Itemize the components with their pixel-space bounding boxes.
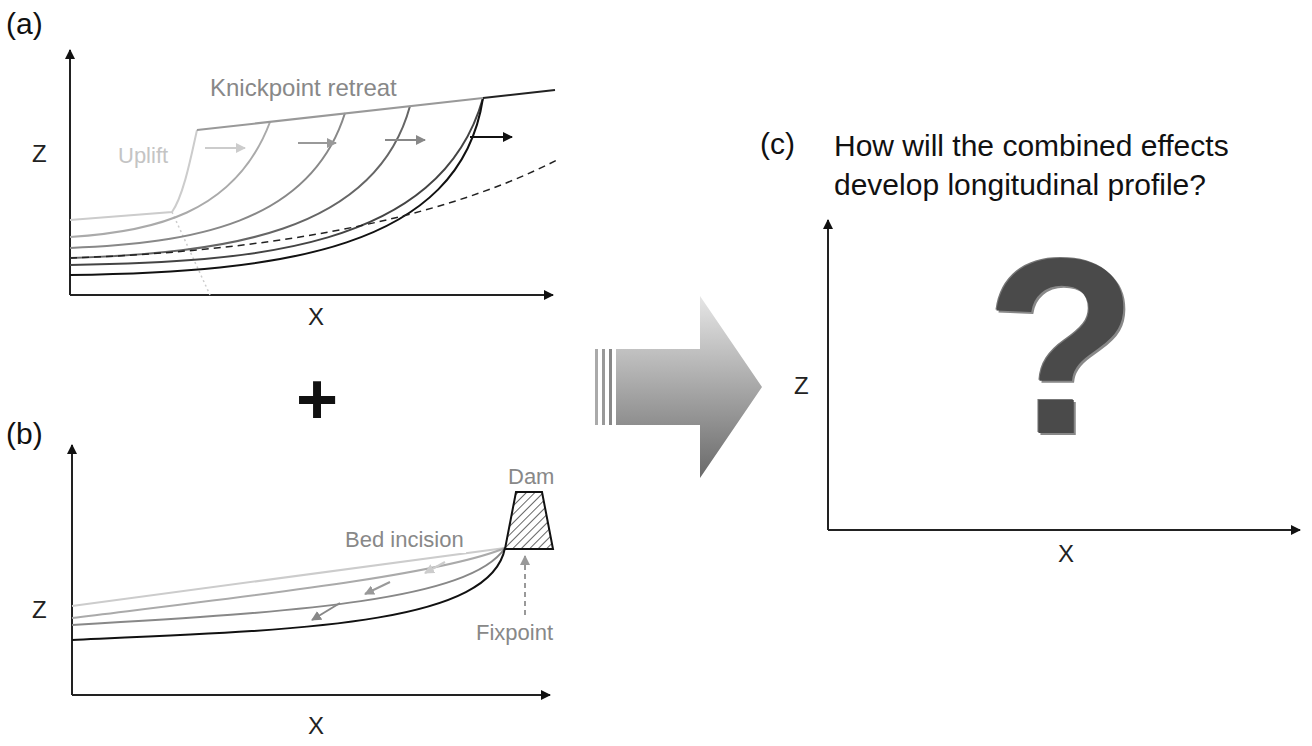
plus-sign: + (296, 356, 338, 442)
axes-a (70, 50, 553, 295)
retreat-arrows (205, 137, 512, 148)
axes-b (72, 445, 550, 695)
dam (505, 492, 553, 615)
process-label: Fixpoint (474, 620, 555, 646)
process-label: Uplift (116, 143, 170, 169)
profiles-b (72, 548, 505, 640)
process-label: Bed incision (343, 527, 466, 553)
axis-label: X (308, 712, 324, 741)
axis-label: Z (32, 140, 47, 169)
structure-label: Dam (508, 464, 554, 490)
axis-label: Z (794, 372, 809, 401)
panel-letter: (b) (6, 416, 43, 452)
process-label: Knickpoint retreat (208, 74, 399, 103)
panel-letter: (c) (760, 126, 795, 162)
incision-arrows (312, 562, 445, 620)
axis-label: X (1058, 540, 1074, 569)
axes-c (828, 220, 1300, 530)
panel-letter: (a) (6, 6, 43, 42)
axis-label: X (308, 303, 324, 332)
question-text: How will the combined effects develop lo… (834, 126, 1304, 204)
combine-arrow (595, 296, 762, 478)
axis-label: Z (32, 596, 47, 625)
profiles-a (70, 90, 557, 295)
question-mark: ? (985, 222, 1138, 472)
